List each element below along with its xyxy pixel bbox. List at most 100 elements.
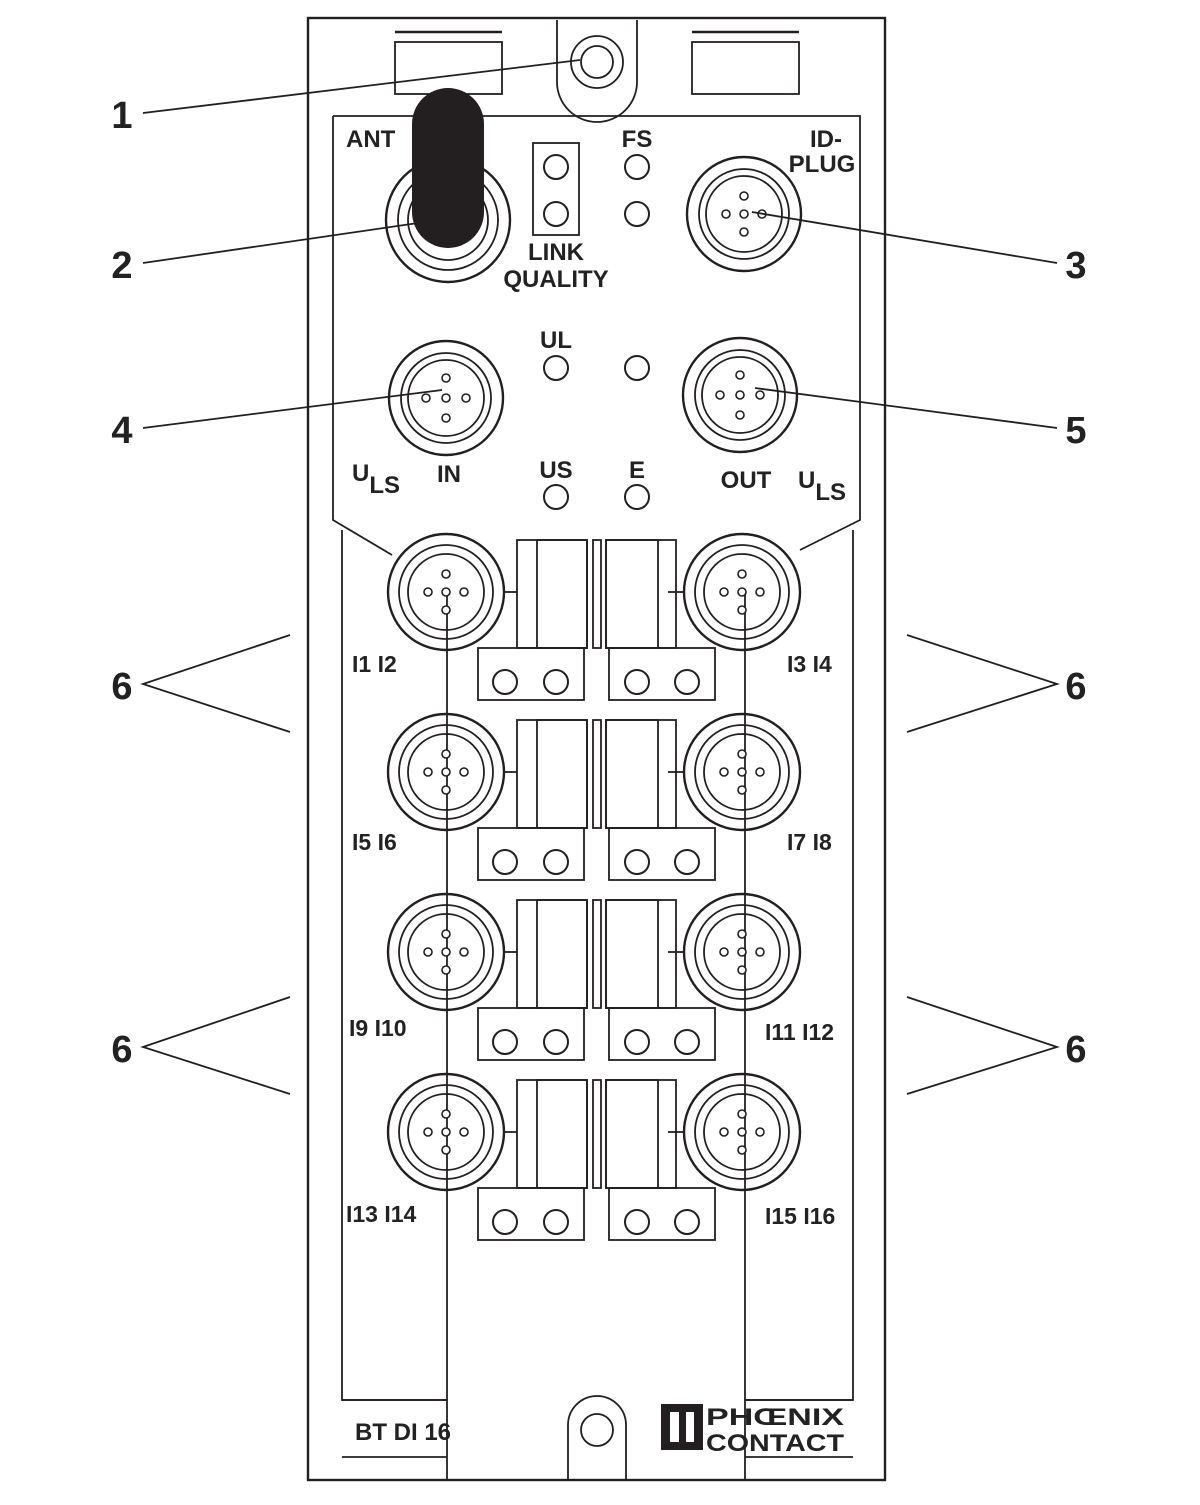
io-pin-right-3-2: [737, 929, 747, 939]
label-divider-left-3: [592, 899, 602, 1009]
ul-led: [543, 355, 569, 381]
led-block-left-2: [477, 827, 585, 881]
io-led-2-1: [492, 849, 518, 875]
io-pin-right-3-4: [719, 947, 729, 957]
io-connector-inner-left-2: [407, 733, 485, 811]
top-mount-hole: [580, 45, 614, 79]
e-led: [624, 484, 650, 510]
callout-2: 2: [111, 245, 132, 287]
io-connector-inner-left-4: [407, 1093, 485, 1171]
io-led-3-2: [543, 1029, 569, 1055]
io-pin-left-3-1: [441, 947, 451, 957]
io-pin-left-1-2: [441, 569, 451, 579]
power-in-connector: [387, 339, 505, 457]
io-pin-left-2-5: [459, 767, 469, 777]
io-pin-right-1-5: [755, 587, 765, 597]
io-ports: [386, 532, 802, 1241]
io-pin-left-1-3: [441, 605, 451, 615]
callout-6a: 6: [111, 666, 132, 708]
io-pin-left-2-1: [441, 767, 451, 777]
io-connector-ring-right-2: [694, 724, 790, 820]
io-led-3-3: [624, 1029, 650, 1055]
leader-5: [754, 387, 1058, 429]
io-pin-right-4-1: [737, 1127, 747, 1137]
led-block-right-3: [608, 1007, 716, 1061]
io-pin-left-3-5: [459, 947, 469, 957]
io-connector-inner-right-1: [703, 553, 781, 631]
link-quality-label-line2: QUALITY: [503, 266, 608, 293]
bottom-mount-hole: [580, 1413, 614, 1447]
io-pin-left-3-2: [441, 929, 451, 939]
io-pin-left-1-5: [459, 587, 469, 597]
label-insert-right-2: [605, 719, 659, 829]
label-divider-left-4: [592, 1079, 602, 1189]
io-connector-ring-right-1: [694, 544, 790, 640]
io-pin-left-3-3: [441, 965, 451, 975]
label-insert-left-3: [536, 899, 588, 1009]
power-out-connector: [681, 336, 799, 454]
io-led-2-2: [543, 849, 569, 875]
port-label-i11-i12: I11 I12: [765, 1019, 834, 1045]
antenna: [412, 88, 484, 248]
io-led-1-1: [492, 669, 518, 695]
io-connector-inner-right-2: [703, 733, 781, 811]
io-connector-ring-right-4: [694, 1084, 790, 1180]
io-connector-inner-right-4: [703, 1093, 781, 1171]
io-pin-left-1-1: [441, 587, 451, 597]
label-frame-left-1: [516, 539, 588, 649]
led-right-upper: [624, 355, 650, 381]
led-block-right-2: [608, 827, 716, 881]
io-pin-right-4-3: [737, 1145, 747, 1155]
io-connector-ring-left-3: [398, 904, 494, 1000]
label-frame-right-2: [605, 719, 677, 829]
label-insert-left-2: [536, 719, 588, 829]
label-frame-left-2: [516, 719, 588, 829]
io-pin-left-2-2: [441, 749, 451, 759]
io-connector-inner-right-3: [703, 913, 781, 991]
top-mount-ring: [570, 35, 624, 89]
link-quality-led-1: [543, 154, 569, 180]
io-connector-inner-left-3: [407, 913, 485, 991]
brand-line-2: CONTACT: [706, 1430, 844, 1457]
ul-label: UL: [540, 327, 572, 354]
id-plug-label-line2: PLUG: [789, 151, 856, 178]
io-connector-ring-left-4: [398, 1084, 494, 1180]
label-divider-left-2: [592, 719, 602, 829]
led-block-left-4: [477, 1187, 585, 1241]
uls-in-label: ULS: [352, 460, 400, 499]
io-led-2-3: [624, 849, 650, 875]
io-led-4-2: [543, 1209, 569, 1235]
label-frame-right-3: [605, 899, 677, 1009]
us-label: US: [539, 457, 572, 484]
io-connector-ring-right-3: [694, 904, 790, 1000]
io-pin-right-2-5: [755, 767, 765, 777]
port-label-i1-i2: I1 I2: [352, 651, 397, 677]
top-mount-tab: [556, 20, 638, 123]
id-plug-connector: [685, 155, 803, 273]
model-label: BT DI 16: [355, 1419, 451, 1446]
leader-6a: [140, 634, 291, 733]
phoenix-contact-logo: PHŒNIX CONTACT: [661, 1404, 844, 1457]
io-pin-right-3-1: [737, 947, 747, 957]
top-label-slot-left: [394, 30, 503, 95]
label-frame-left-4: [516, 1079, 588, 1189]
leader-6b: [906, 634, 1060, 733]
io-pin-right-3-3: [737, 965, 747, 975]
label-insert-right-1: [605, 539, 659, 649]
brand-line-1: PHŒNIX: [706, 1404, 844, 1431]
led-block-left-1: [477, 647, 585, 701]
label-divider-left-1: [592, 539, 602, 649]
io-pin-left-3-4: [423, 947, 433, 957]
io-led-4-4: [674, 1209, 700, 1235]
io-pin-left-4-4: [423, 1127, 433, 1137]
id-plug-label-line1: ID-: [810, 126, 842, 153]
io-connector-ring-left-2: [398, 724, 494, 820]
port-label-i13-i14: I13 I14: [346, 1201, 417, 1227]
callout-6d: 6: [1065, 1029, 1086, 1071]
io-pin-left-1-4: [423, 587, 433, 597]
label-insert-right-3: [605, 899, 659, 1009]
port-label-i7-i8: I7 I8: [787, 829, 832, 855]
callout-6b: 6: [1065, 666, 1086, 708]
